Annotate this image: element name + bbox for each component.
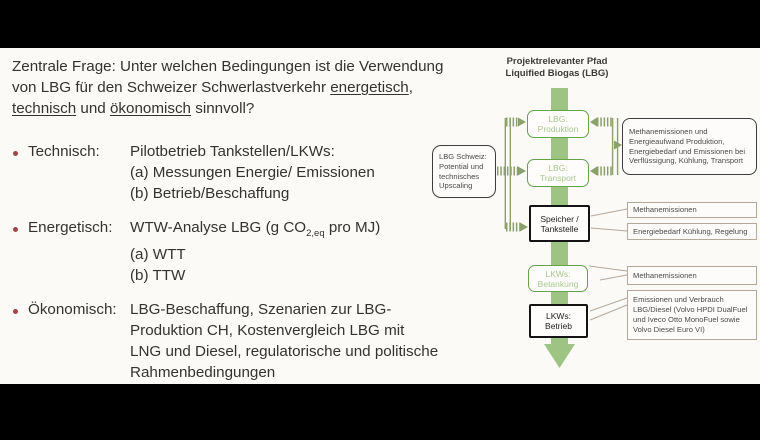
note-line: Methanemissionen und [629, 126, 708, 136]
bullet-icon [13, 309, 18, 315]
node-label: LKWs: [545, 311, 572, 321]
node-label: Betankung [537, 278, 579, 289]
bullet-line: Rahmenbedingungen [130, 364, 276, 382]
annotation-emissionen-verbrauch: Emissionen und Verbrauch LBG/Diesel (Vol… [627, 290, 757, 340]
node-lkws-betrieb: LKWs: Betrieb [529, 304, 588, 338]
note-line: Energieaufwand Produktion, [629, 136, 725, 146]
bullet-line: (b) TTW [130, 267, 186, 285]
annotation-energiebedarf: Energiebedarf Kühlung, Regelung [627, 223, 757, 240]
bullet-technisch: Technisch: Pilotbetrieb Tankstellen/LKWs… [10, 141, 492, 204]
bullet-content: LBG-Beschaffung, Szenarien zur LBG- Prod… [130, 299, 492, 383]
bullet-label: Energetisch: [28, 219, 113, 236]
bullet-icon [13, 227, 18, 232]
node-label: LBG: [548, 114, 568, 124]
bullet-line: (b) Betrieb/Beschaffung [130, 185, 290, 202]
question-line-2: von LBG für den Schweizer Schwerlastverk… [12, 79, 413, 96]
bullet-label: Technisch: [28, 143, 100, 160]
callout-lines [588, 208, 628, 321]
node-speicher-tankstelle: Speicher / Tankstelle [529, 205, 590, 242]
input-comb-arrows [497, 117, 528, 232]
annotation-text: Methanemissionen [633, 270, 697, 280]
letterbox-bottom [0, 384, 760, 440]
node-lbg-transport: LBG: Transport [527, 159, 589, 187]
note-line: LBG Schweiz: [439, 151, 487, 161]
bullet-line: LNG und Diesel, regulatorische und polit… [130, 343, 439, 361]
bullet-line: Produktion CH, Kostenvergleich LBG mit [130, 322, 405, 340]
node-label: Transport [539, 173, 577, 183]
annotation-line: und Iveco Otto MonoFuel sowie [633, 315, 740, 324]
bullet-line: Pilotbetrieb Tankstellen/LKWs: [130, 143, 335, 160]
emission-comb-arrows [590, 117, 622, 176]
bullet-oekonomisch: Ökonomisch: LBG-Beschaffung, Szenarien z… [10, 299, 492, 383]
bullet-label: Ökonomisch: [28, 301, 117, 319]
annotation-line: Volvo Diesel Euro VI) [633, 325, 705, 334]
bullet-content: WTW-Analyse LBG (g CO2,eq pro MJ) (a) WT… [130, 217, 492, 286]
question-line-3: technisch und ökonomisch sinnvoll? [12, 100, 255, 117]
question-line-1: Zentrale Frage: Unter welchen Bedingunge… [12, 58, 444, 75]
flowchart-title-line2: Liquified Biogas (LBG) [505, 68, 609, 79]
flowchart: Projektrelevanter Pfad Liquified Biogas … [0, 48, 760, 384]
bullet-content: Pilotbetrieb Tankstellen/LKWs: (a) Messu… [130, 141, 492, 204]
annotation-methanemissionen-speicher: Methanemissionen [627, 202, 757, 218]
bullet-line: LBG-Beschaffung, Szenarien zur LBG- [130, 301, 392, 319]
note-line: Energiebedarf und Emissionen bei [629, 146, 746, 156]
note-methanemissionen-produktion: Methanemissionen und Energieaufwand Prod… [622, 118, 757, 175]
bullet-dot-cell [10, 141, 28, 204]
central-question: Zentrale Frage: Unter welchen Bedingunge… [12, 56, 492, 119]
node-label: Tankstelle [540, 223, 579, 234]
bullet-icon [13, 151, 18, 156]
annotation-methanemissionen-betankung: Methanemissionen [627, 266, 757, 285]
note-lbg-schweiz: LBG Schweiz: Potential und technisches U… [432, 145, 496, 198]
node-label: LKWs: [545, 268, 571, 279]
letterbox-top [0, 0, 760, 48]
flowchart-title-line1: Projektrelevanter Pfad [506, 56, 608, 67]
flowchart-title: Projektrelevanter Pfad Liquified Biogas … [487, 56, 627, 80]
node-label: Betrieb [545, 321, 572, 331]
note-line: Potential und [439, 161, 484, 171]
slide: Zentrale Frage: Unter welchen Bedingunge… [0, 48, 760, 384]
node-label: Speicher / [540, 213, 579, 224]
question-block: Zentrale Frage: Unter welchen Bedingunge… [10, 56, 492, 396]
note-line: Verflüssigung, Kühlung, Transport [629, 156, 743, 166]
bullet-line: (a) WTT [130, 246, 186, 264]
annotation-line: Emissionen und Verbrauch [633, 295, 724, 304]
bullet-energetisch: Energetisch: WTW-Analyse LBG (g CO2,eq p… [10, 217, 492, 286]
annotation-text: Methanemissionen [633, 205, 697, 214]
annotation-text: Energiebedarf Kühlung, Regelung [633, 226, 748, 236]
node-lbg-produktion: LBG: Produktion [527, 110, 589, 138]
note-line: technisches [439, 171, 480, 181]
co2-subscript: 2,eq [306, 228, 325, 240]
bullet-dot-cell [10, 299, 28, 383]
node-lkws-betankung: LKWs: Betankung [528, 265, 588, 292]
note-line: Upscaling [439, 181, 473, 191]
bullet-dot-cell [10, 217, 28, 286]
bullet-line-co2: WTW-Analyse LBG (g CO2,eq pro MJ) [130, 219, 381, 240]
node-label: Produktion [537, 124, 579, 134]
annotation-line: LBG/Diesel (Volvo HPDI DualFuel [633, 305, 748, 314]
node-label: LBG: [548, 163, 568, 173]
bullet-line: (a) Messungen Energie/ Emissionen [130, 164, 375, 181]
